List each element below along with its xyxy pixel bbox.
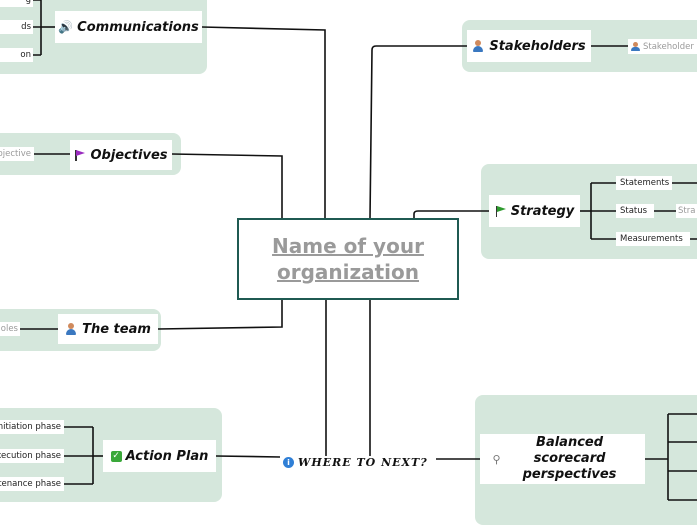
stakeholders-leaf-1[interactable]: Stakeholder (628, 39, 697, 54)
team-leaf-1[interactable]: oles (0, 322, 20, 336)
check-icon: ✓ (110, 450, 122, 462)
strategy-leaf-statements[interactable]: Statements (616, 176, 672, 190)
person-icon (65, 323, 77, 335)
topic-action-plan[interactable]: ✓ Action Plan (103, 440, 216, 472)
magnifier-icon: ⚲ (492, 452, 501, 466)
flag-icon (74, 149, 86, 161)
action-plan-leaf-1[interactable]: Initiation phase (0, 420, 64, 434)
strategy-leaf-measurements[interactable]: Measurements (616, 232, 690, 246)
info-icon: i (283, 457, 294, 468)
topic-label: Balanced scorecard perspectives (522, 435, 617, 482)
action-plan-leaf-3[interactable]: ntenance phase (0, 477, 64, 491)
topic-label: The team (82, 321, 151, 337)
action-plan-leaf-2[interactable]: Execution phase (0, 449, 64, 463)
topic-balanced-scorecard[interactable]: ⚲ Balanced scorecard perspectives (480, 434, 645, 484)
communications-leaf-2[interactable]: ds (0, 20, 33, 34)
flag-icon (495, 205, 506, 217)
person-icon (472, 40, 484, 52)
topic-label: Objectives (90, 147, 168, 163)
topic-stakeholders[interactable]: Stakeholders (467, 30, 591, 62)
person-icon (631, 42, 640, 51)
topic-label: Stakeholders (489, 38, 586, 54)
communications-leaf-3[interactable]: on (0, 48, 33, 62)
topic-objectives[interactable]: Objectives (70, 140, 172, 170)
topic-label: Action Plan (125, 448, 209, 464)
central-topic[interactable]: Name of your organization (237, 218, 459, 300)
topic-communications[interactable]: 🔊 Communications (55, 11, 202, 43)
topic-label: Strategy (510, 203, 575, 219)
strategy-status-child[interactable]: Stra (676, 204, 697, 218)
central-topic-title: Name of your organization (272, 234, 424, 284)
topic-label: Communications (77, 19, 199, 35)
where-to-next-label: WHERE TO NEXT? (298, 456, 428, 469)
where-to-next-topic[interactable]: i WHERE TO NEXT? (280, 456, 431, 469)
speaker-icon: 🔊 (58, 20, 74, 34)
topic-strategy[interactable]: Strategy (489, 195, 580, 227)
objectives-leaf-1[interactable]: bjective (0, 147, 34, 161)
communications-leaf-1[interactable]: g (0, 0, 33, 7)
topic-team[interactable]: The team (58, 314, 158, 344)
strategy-leaf-status[interactable]: Status (616, 204, 654, 218)
